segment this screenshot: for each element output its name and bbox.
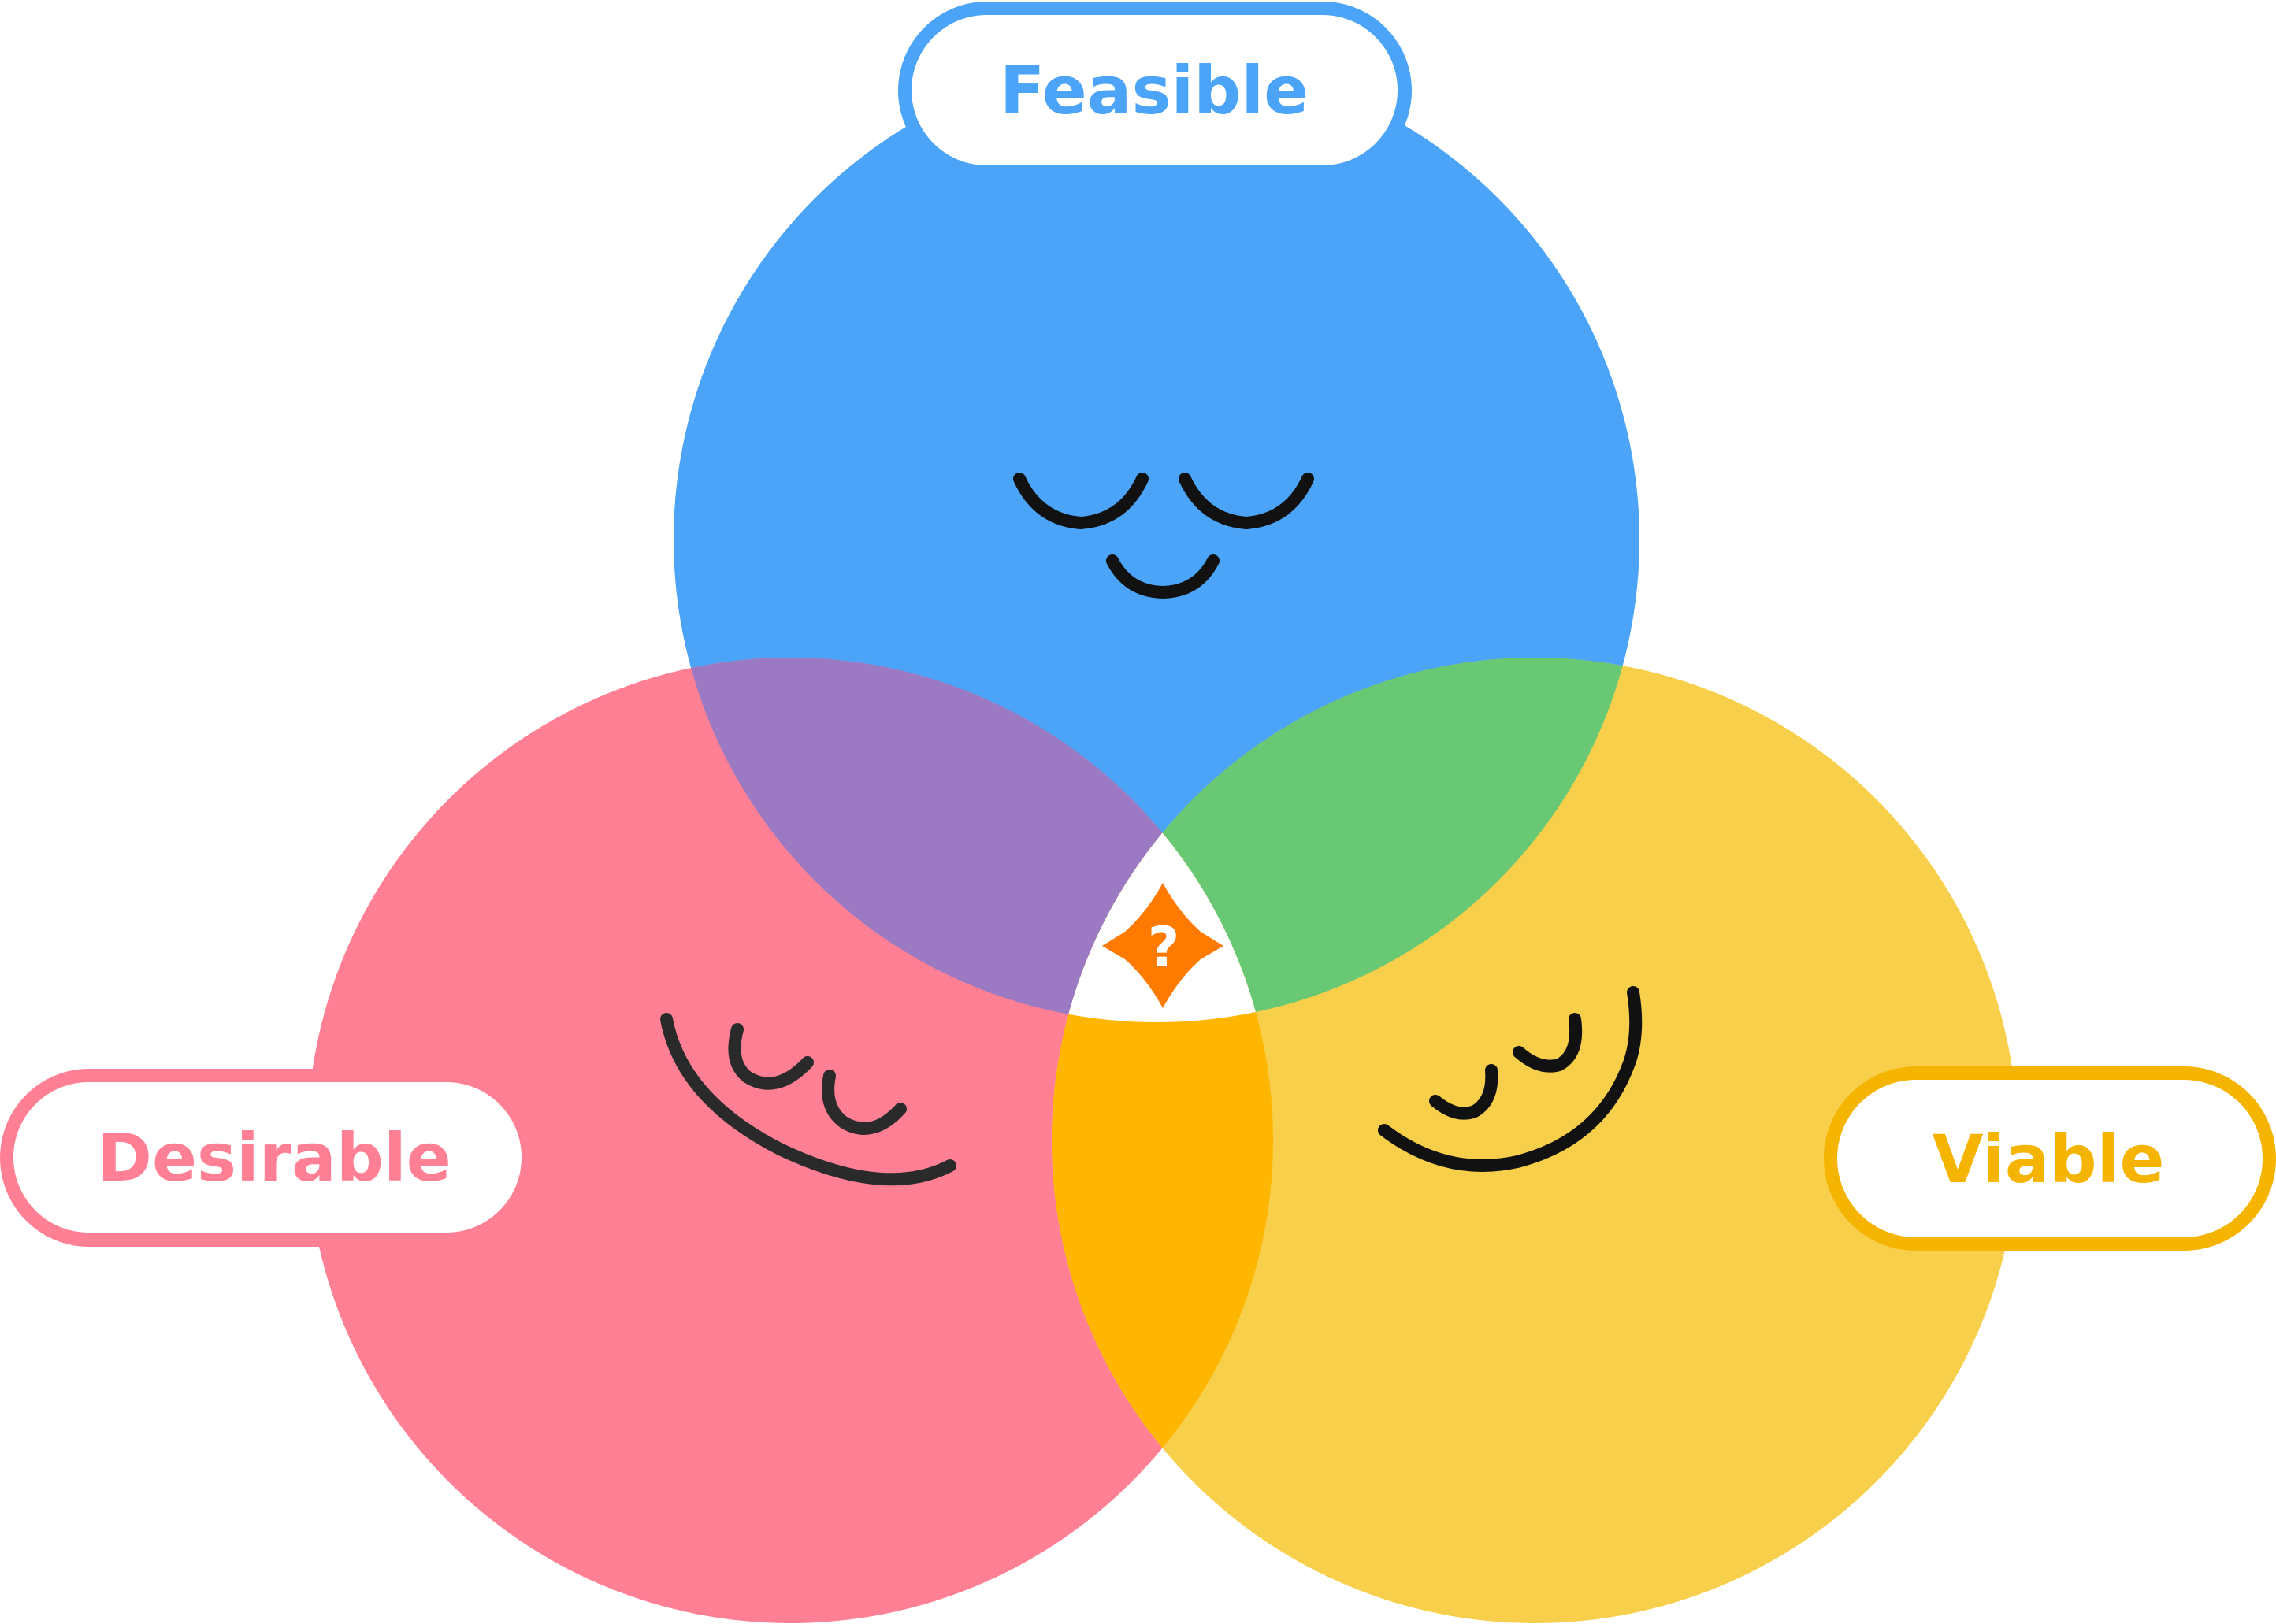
sparkle-question-icon: ? [1102,883,1223,1008]
viable-right-eye [1513,1013,1583,1073]
feasible-desirable-overlap [674,658,1273,1022]
feasible-label-pill: Feasible [898,2,1412,180]
viable-mouth [1378,986,1643,1172]
desirable-face [660,1013,956,1186]
feasible-label: Feasible [1000,52,1309,129]
viable-left-eye [1429,1064,1498,1120]
viable-label-pill: Viable [1824,1066,2276,1251]
viable-label: Viable [1933,1121,2165,1198]
feasible-face [1013,473,1314,599]
feasible-mouth [1106,554,1220,599]
feasible-left-eye [1013,473,1149,530]
desirable-label: Desirable [97,1119,451,1196]
feasible-viable-overlap [1052,658,1639,1022]
desirable-label-pill: Desirable [0,1069,536,1247]
desirable-left-eye [728,1023,814,1090]
viable-face [1378,986,1643,1172]
feasible-right-eye [1179,473,1314,530]
question-mark: ? [1148,915,1180,980]
desirable-right-eye [822,1070,907,1135]
desirable-mouth [660,1013,956,1186]
